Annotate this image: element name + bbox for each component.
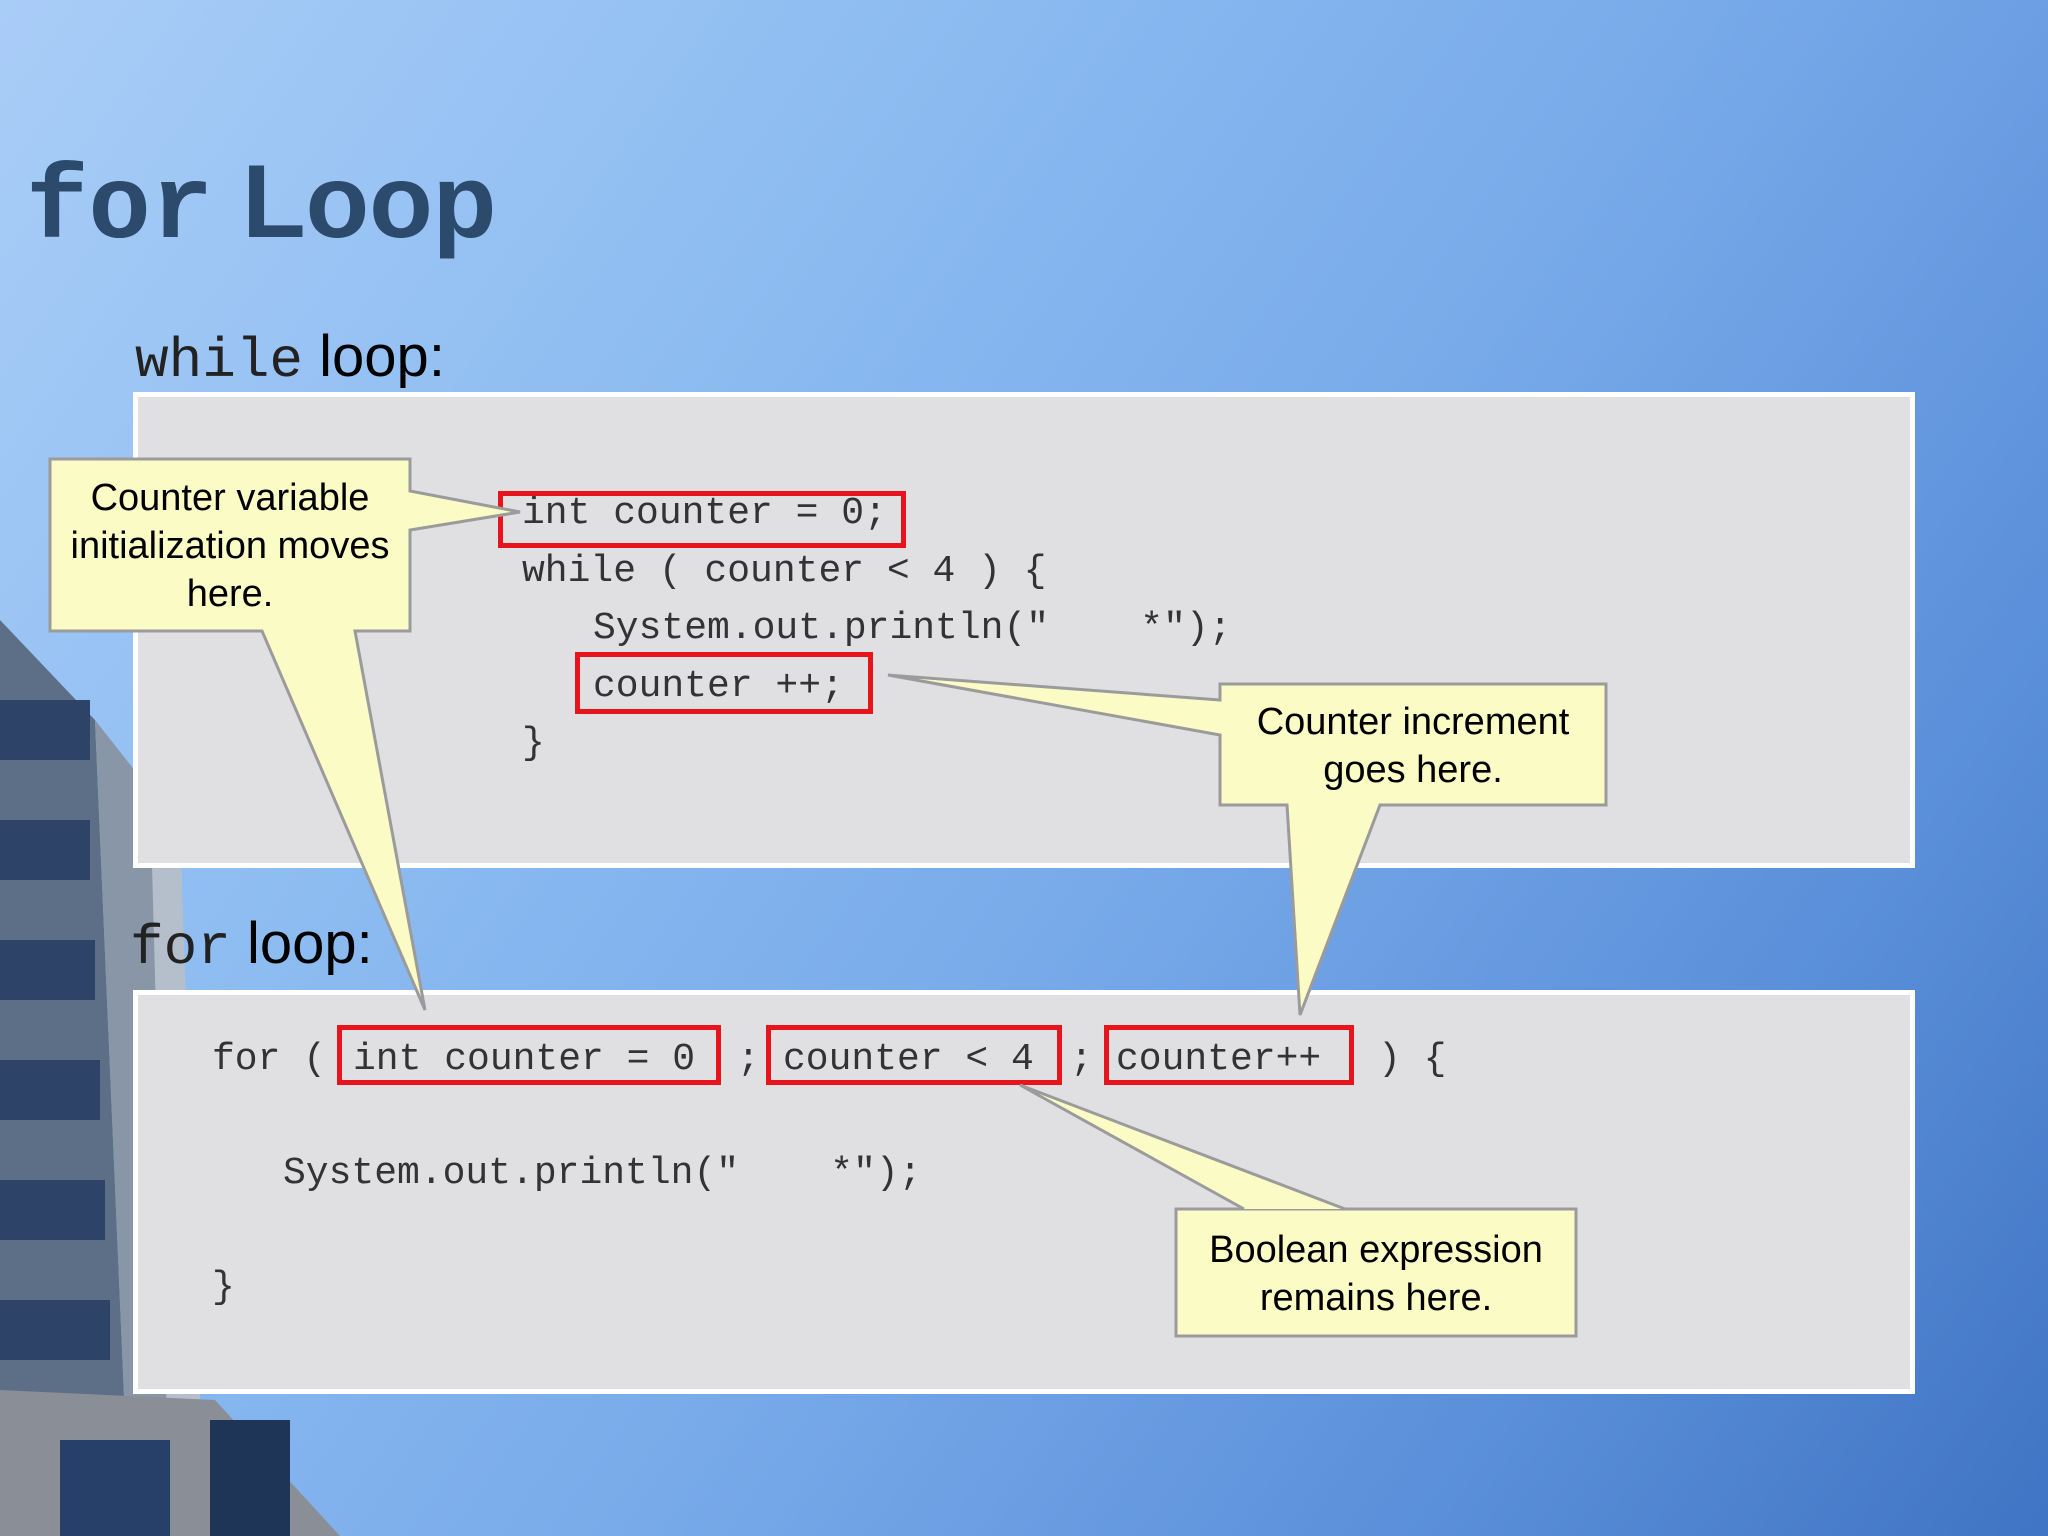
for-heading-text: loop:	[246, 911, 373, 976]
while-increment-highlight	[575, 652, 873, 714]
for-condition-highlight	[766, 1025, 1062, 1085]
for-init-highlight	[337, 1025, 721, 1085]
while-code-line-5: }	[522, 722, 545, 765]
for-code-increment: counter++	[1116, 1038, 1322, 1081]
for-code-separator-1: ;	[737, 1038, 760, 1081]
title-rest: Loop	[242, 144, 497, 260]
while-code-line-2: while ( counter < 4 ) {	[522, 550, 1047, 593]
callout-increment-text: Counter increment goes here.	[1256, 701, 1570, 791]
while-heading-code: while	[135, 329, 304, 393]
while-loop-heading: while loop:	[135, 328, 445, 390]
while-code-line-4: counter ++;	[593, 665, 844, 708]
for-code-suffix: ) {	[1378, 1038, 1447, 1081]
while-heading-text: loop:	[319, 324, 445, 389]
for-code-init: int counter = 0	[353, 1038, 696, 1081]
for-loop-heading: for loop:	[130, 915, 373, 977]
for-increment-highlight	[1104, 1025, 1354, 1085]
title-keyword: for	[26, 151, 214, 269]
for-code-condition: counter < 4	[783, 1038, 1034, 1081]
for-heading-code: for	[130, 916, 231, 980]
for-code-prefix: for (	[212, 1038, 327, 1081]
for-code-line-2: System.out.println(" *");	[283, 1152, 922, 1195]
while-code-line-1: int counter = 0;	[522, 492, 887, 535]
for-code-separator-2: ;	[1070, 1038, 1093, 1081]
while-init-highlight	[498, 491, 906, 548]
slide-title: for Loop	[26, 150, 496, 262]
while-code-line-3: System.out.println(" *");	[593, 607, 1232, 650]
callout-init-text: Counter variable initialization moves he…	[70, 477, 390, 615]
for-code-line-3: }	[212, 1266, 235, 1309]
callout-boolean-text: Boolean expression remains here.	[1209, 1229, 1543, 1319]
